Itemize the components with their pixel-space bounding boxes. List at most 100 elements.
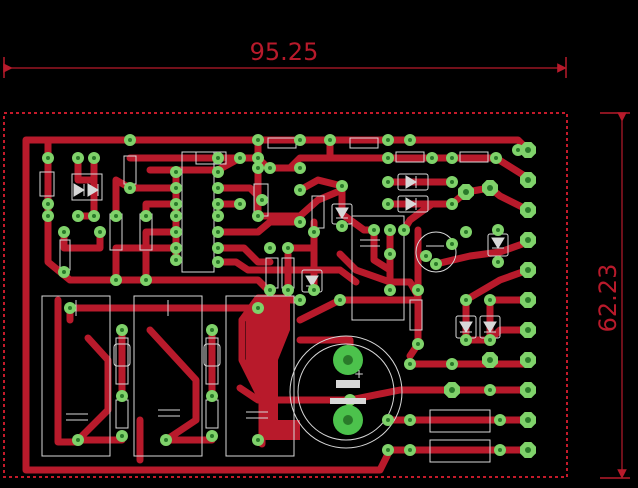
pad-drill	[525, 387, 531, 393]
pad-drill	[450, 242, 454, 246]
pad-drill	[120, 394, 124, 398]
pad-drill	[525, 147, 531, 153]
pad-drill	[114, 278, 118, 282]
height-dimension: 62.23	[594, 112, 630, 479]
copper-pour	[246, 300, 300, 440]
pad-drill	[430, 156, 434, 160]
pad-drill	[464, 298, 468, 302]
pad-drill	[494, 156, 498, 160]
pad-drill	[174, 186, 178, 190]
pad-drill	[416, 288, 420, 292]
pad-drill	[386, 202, 390, 206]
pad-drill	[268, 246, 272, 250]
pad-drill	[449, 387, 455, 393]
pad-drill	[464, 230, 468, 234]
pad-drill	[256, 306, 260, 310]
pad-drill	[46, 202, 50, 206]
pad-drill	[498, 448, 502, 452]
pad-drill	[340, 184, 344, 188]
pad-drill	[120, 434, 124, 438]
pad-drill	[463, 189, 469, 195]
pad-drill	[174, 230, 178, 234]
pad-drill	[488, 338, 492, 342]
pad-drill	[496, 228, 500, 232]
pad-drill	[408, 138, 412, 142]
pad-drill	[498, 418, 502, 422]
diode-icon	[405, 175, 417, 189]
pad-drill	[98, 230, 102, 234]
pad-drill	[372, 228, 376, 232]
pad-drill	[525, 177, 531, 183]
pad-drill	[516, 148, 520, 152]
pad-drill	[338, 298, 342, 302]
pad-drill	[286, 246, 290, 250]
pad-drill	[76, 214, 80, 218]
pad-drill	[464, 338, 468, 342]
pads[interactable]	[42, 134, 536, 458]
pad-drill	[388, 228, 392, 232]
polarized-capacitor-icon: +	[330, 345, 366, 435]
board-outline	[3, 112, 568, 478]
diode-icon	[459, 321, 473, 333]
pad-drill	[210, 394, 214, 398]
pad-drill	[114, 214, 118, 218]
pad-drill	[92, 156, 96, 160]
diode-icon	[483, 321, 497, 333]
pad-drill	[312, 288, 316, 292]
pad-drill	[76, 438, 80, 442]
pad-drill	[450, 202, 454, 206]
pad-drill	[92, 214, 96, 218]
pad-drill	[144, 214, 148, 218]
pad-drill	[216, 156, 220, 160]
pad-drill	[256, 214, 260, 218]
pad-drill	[525, 357, 531, 363]
pad-drill	[525, 447, 531, 453]
pad-drill	[298, 138, 302, 142]
diode-icon	[87, 183, 99, 197]
pad-drill	[424, 254, 428, 258]
diode-icon	[491, 237, 505, 249]
pad-drill	[386, 448, 390, 452]
pad-drill	[256, 438, 260, 442]
pad-drill	[268, 288, 272, 292]
width-dimension-label: 95.25	[250, 38, 319, 66]
diode-icon	[73, 183, 85, 197]
pad-drill	[62, 230, 66, 234]
pad-drill	[76, 156, 80, 160]
pad-drill	[174, 202, 178, 206]
pad-drill	[525, 207, 531, 213]
diode-icon	[405, 197, 417, 211]
pad-drill	[164, 438, 168, 442]
pad-drill	[62, 270, 66, 274]
pad-drill	[68, 306, 72, 310]
diode-icon	[335, 207, 349, 219]
pad-drill	[216, 202, 220, 206]
pad-drill	[488, 388, 492, 392]
pad-drill	[340, 224, 344, 228]
pad-drill	[487, 185, 493, 191]
pad-drill	[450, 156, 454, 160]
width-dimension: 95.25	[3, 38, 567, 78]
pad-drill	[298, 166, 302, 170]
pad-drill	[46, 214, 50, 218]
pad-drill	[256, 166, 260, 170]
pad-drill	[434, 262, 438, 266]
pad-drill	[260, 198, 264, 202]
pad-drill	[408, 418, 412, 422]
pad-drill	[238, 156, 242, 160]
pad-drill	[386, 418, 390, 422]
pad-drill	[256, 156, 260, 160]
pad-drill	[268, 166, 272, 170]
pad-drill	[144, 278, 148, 282]
pad-drill	[450, 180, 454, 184]
pad-drill	[312, 230, 316, 234]
pad-drill	[525, 417, 531, 423]
component-bodies	[113, 173, 509, 367]
pad-drill	[210, 434, 214, 438]
pad-drill	[216, 246, 220, 250]
pad-drill	[487, 357, 493, 363]
pad-drill	[298, 188, 302, 192]
pad-drill	[525, 297, 531, 303]
